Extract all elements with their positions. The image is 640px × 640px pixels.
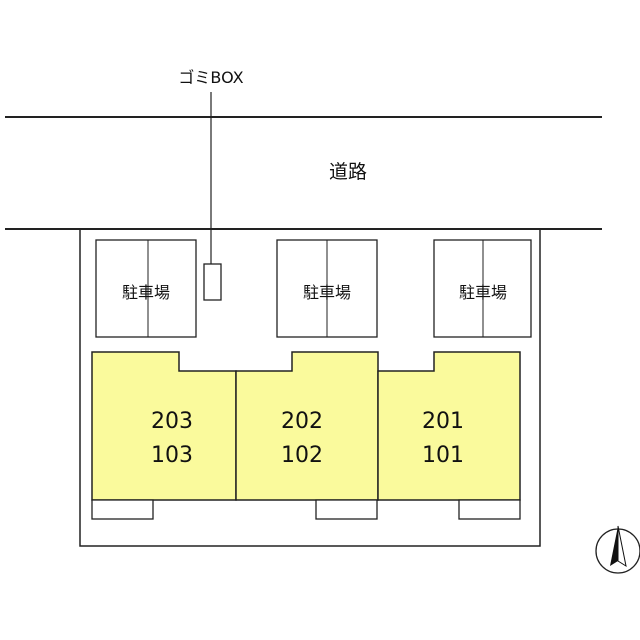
parking-area-1: 駐車場 — [95, 239, 197, 338]
garbage-box — [203, 263, 222, 301]
parking-label-1: 駐車場 — [122, 283, 170, 302]
parking-area-2: 駐車場 — [276, 239, 378, 338]
unit-number-upper-2: 202 — [281, 409, 323, 434]
entry-step-3 — [458, 499, 521, 520]
unit-block-1: 203 103 — [91, 351, 237, 501]
unit-block-2: 202 102 — [235, 351, 379, 501]
parking-label-2: 駐車場 — [303, 283, 351, 302]
unit-number-upper-1: 203 — [151, 409, 193, 434]
unit-number-lower-2: 102 — [281, 443, 323, 468]
unit-block-3: 201 101 — [377, 351, 521, 501]
unit-number-lower-1: 103 — [151, 443, 193, 468]
parking-area-3: 駐車場 — [433, 239, 532, 338]
site-boundary — [79, 229, 541, 547]
entry-step-2 — [315, 499, 378, 520]
parking-label-3: 駐車場 — [459, 283, 507, 302]
entry-step-1 — [91, 499, 154, 520]
road-label: 道路 — [329, 161, 367, 183]
unit-number-lower-3: 101 — [422, 443, 464, 468]
garbage-box-label: ゴミBOX — [178, 68, 243, 87]
unit-number-upper-3: 201 — [422, 409, 464, 434]
north-arrow-icon — [595, 525, 640, 574]
